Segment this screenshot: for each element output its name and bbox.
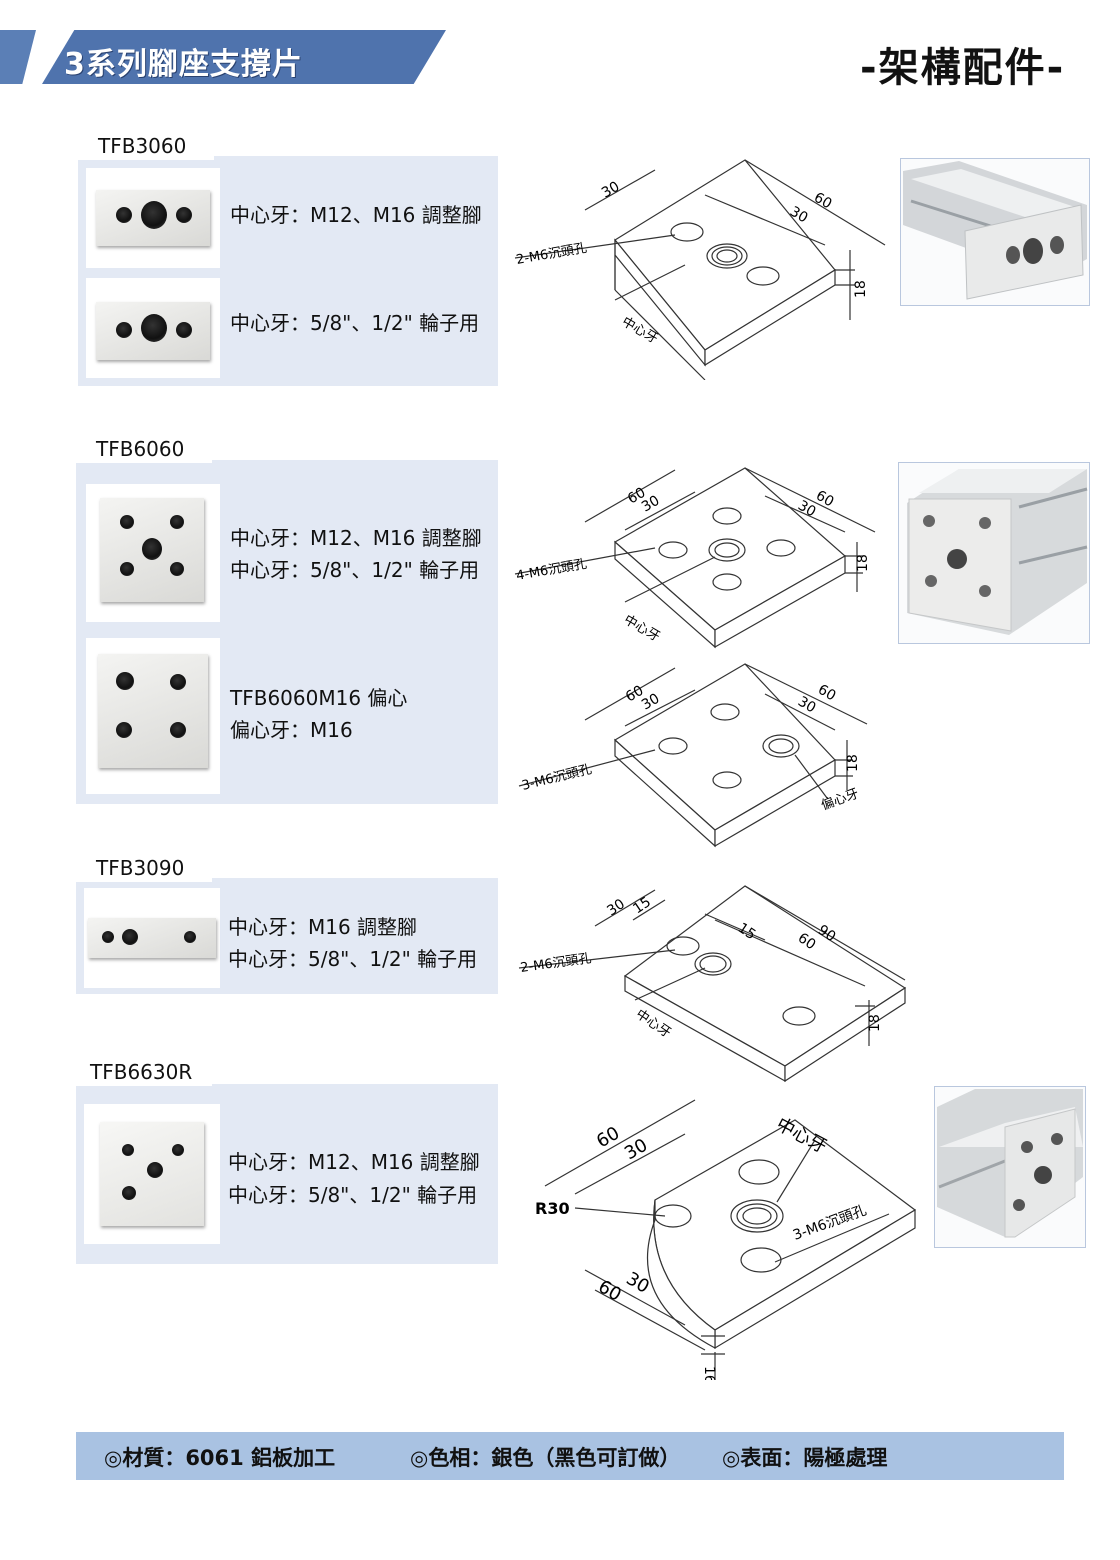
product-photo	[86, 278, 220, 378]
product-photo	[86, 484, 220, 622]
technical-drawing-tfb3060: 30 60 30 18 2-M6沉頭孔 中心牙	[514, 159, 886, 380]
dimension-label: 30	[599, 179, 622, 202]
hole-callout: 2-M6沉頭孔	[515, 241, 588, 268]
dimension-label: 60	[623, 683, 646, 706]
technical-drawing-tfb3090: 30 15 15 90 60 18 2-M6沉頭孔 中心牙	[518, 885, 907, 1083]
material-spec: ◎材質：6061 鋁板加工	[104, 1446, 336, 1470]
hole-callout: 4-M6沉頭孔	[515, 557, 588, 584]
dimension-label: 16	[701, 1366, 717, 1380]
category-title: -架構配件-	[860, 45, 1066, 91]
dimension-label: 30	[639, 493, 662, 516]
dimension-label: 30	[604, 896, 628, 919]
spec-text: TFB6060M16 偏心	[230, 686, 408, 710]
spec-text: 中心牙：5/8"、1/2" 輪子用	[230, 558, 480, 582]
product-photo	[84, 888, 220, 988]
dimension-label: 18	[867, 1014, 883, 1032]
spec-text: 中心牙：M16 調整腳	[228, 915, 418, 939]
dimension-label: 18	[845, 754, 861, 772]
dimension-label: 60	[811, 190, 834, 213]
product-photo	[86, 168, 220, 268]
spec-text: 中心牙：5/8"、1/2" 輪子用	[230, 311, 480, 335]
technical-drawing-tfb6630r: 60 30 30 60 16 R30 3-M6沉頭孔 中心牙	[535, 1099, 917, 1380]
spec-text: 中心牙：M12、M16 調整腳	[230, 203, 482, 227]
product-photo	[84, 1104, 220, 1244]
section-tfb6630r-model: TFB6630R	[76, 1056, 212, 1086]
technical-drawing-tfb6060m16: 60 30 60 30 18 3-M6沉頭孔 偏心牙	[518, 663, 868, 848]
product-photo	[86, 638, 220, 794]
page-title: 3系列腳座支撐片	[64, 47, 303, 82]
dimension-label: 15	[630, 894, 654, 917]
dimension-label: 18	[853, 280, 869, 298]
section-tfb6060-model: TFB6060	[76, 433, 212, 463]
dimension-label: 60	[813, 488, 836, 511]
thread-callout: 偏心牙	[819, 786, 861, 813]
assembly-photo	[900, 158, 1090, 306]
header-title-band	[42, 30, 446, 84]
radius-label: R30	[535, 1199, 570, 1218]
dimension-label: 60	[815, 682, 838, 705]
hole-callout: 3-M6沉頭孔	[520, 762, 593, 794]
hole-callout: 2-M6沉頭孔	[519, 951, 592, 976]
dimension-label: 30	[795, 498, 818, 521]
dimension-label: 60	[595, 1276, 625, 1306]
spec-text: 偏心牙：M16	[230, 718, 353, 742]
assembly-photo	[898, 462, 1090, 644]
dimension-label: 18	[855, 554, 871, 572]
spec-text: 中心牙：5/8"、1/2" 輪子用	[228, 1183, 478, 1207]
spec-text: 中心牙：M12、M16 調整腳	[230, 526, 482, 550]
spec-text: 中心牙：5/8"、1/2" 輪子用	[228, 947, 478, 971]
dimension-label: 60	[625, 485, 648, 508]
dimension-label: 30	[795, 694, 818, 717]
spec-text: 中心牙：M12、M16 調整腳	[228, 1150, 480, 1174]
section-tfb3060-model: TFB3060	[78, 130, 214, 160]
dimension-label: 60	[593, 1123, 623, 1153]
technical-drawing-tfb6060: 60 30 60 30 18 4-M6沉頭孔 中心牙	[514, 467, 876, 649]
footer-spec-bar: ◎材質：6061 鋁板加工 ◎色相：銀色（黑色可訂做） ◎表面：陽極處理	[76, 1432, 1064, 1480]
surface-spec: ◎表面：陽極處理	[722, 1446, 888, 1470]
dimension-label: 30	[787, 204, 810, 227]
header-accent-stripe	[0, 30, 36, 84]
color-spec: ◎色相：銀色（黑色可訂做）	[410, 1446, 681, 1470]
thread-callout: 中心牙	[619, 314, 660, 346]
assembly-photo	[934, 1086, 1086, 1248]
dimension-label: 30	[639, 691, 662, 714]
section-tfb3090-model: TFB3090	[76, 852, 212, 882]
thread-callout: 中心牙	[621, 612, 662, 644]
